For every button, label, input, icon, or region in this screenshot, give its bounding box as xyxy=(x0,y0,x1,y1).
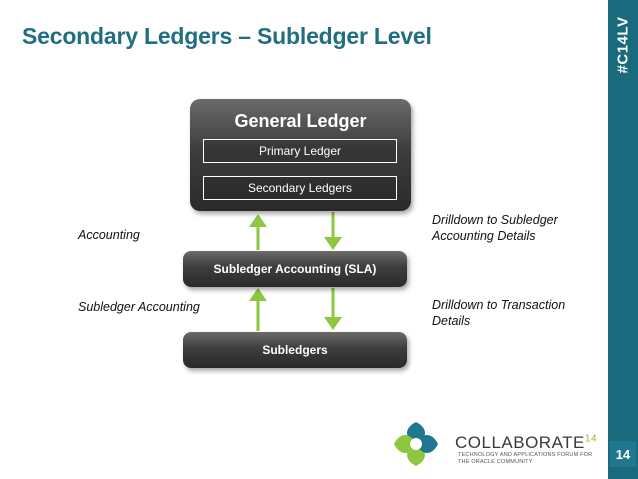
primary-ledger-box: Primary Ledger xyxy=(203,139,397,163)
collaborate-logo xyxy=(392,420,440,468)
sidebar-strip xyxy=(608,0,638,479)
brand-name: COLLABORATE14 xyxy=(455,433,597,453)
general-ledger-title: General Ledger xyxy=(234,111,367,131)
up-arrow-icon xyxy=(249,288,267,331)
brand-text: COLLABORATE xyxy=(455,433,585,452)
down-arrow-icon xyxy=(324,288,342,330)
secondary-ledgers-box: Secondary Ledgers xyxy=(203,176,397,200)
up-arrow-icon xyxy=(249,214,267,250)
general-ledger-box: General Ledger xyxy=(190,99,411,211)
page-number: 14 xyxy=(610,441,636,467)
accounting-label: Accounting xyxy=(78,228,140,242)
brand-suffix: 14 xyxy=(584,433,598,445)
slide-title: Secondary Ledgers – Subledger Level xyxy=(22,23,432,49)
sla-box: Subledger Accounting (SLA) xyxy=(183,251,407,287)
down-arrow-icon xyxy=(324,212,342,250)
subledgers-box: Subledgers xyxy=(183,332,407,368)
drilldown-transaction-label: Drilldown to Transaction Details xyxy=(432,298,566,328)
drilldown-subledger-label: Drilldown to Subledger Accounting Detail… xyxy=(432,213,558,243)
brand-tagline: TECHNOLOGY AND APPLICATIONS FORUM FOR TH… xyxy=(458,452,593,465)
subledger-accounting-label: Subledger Accounting xyxy=(78,300,200,314)
